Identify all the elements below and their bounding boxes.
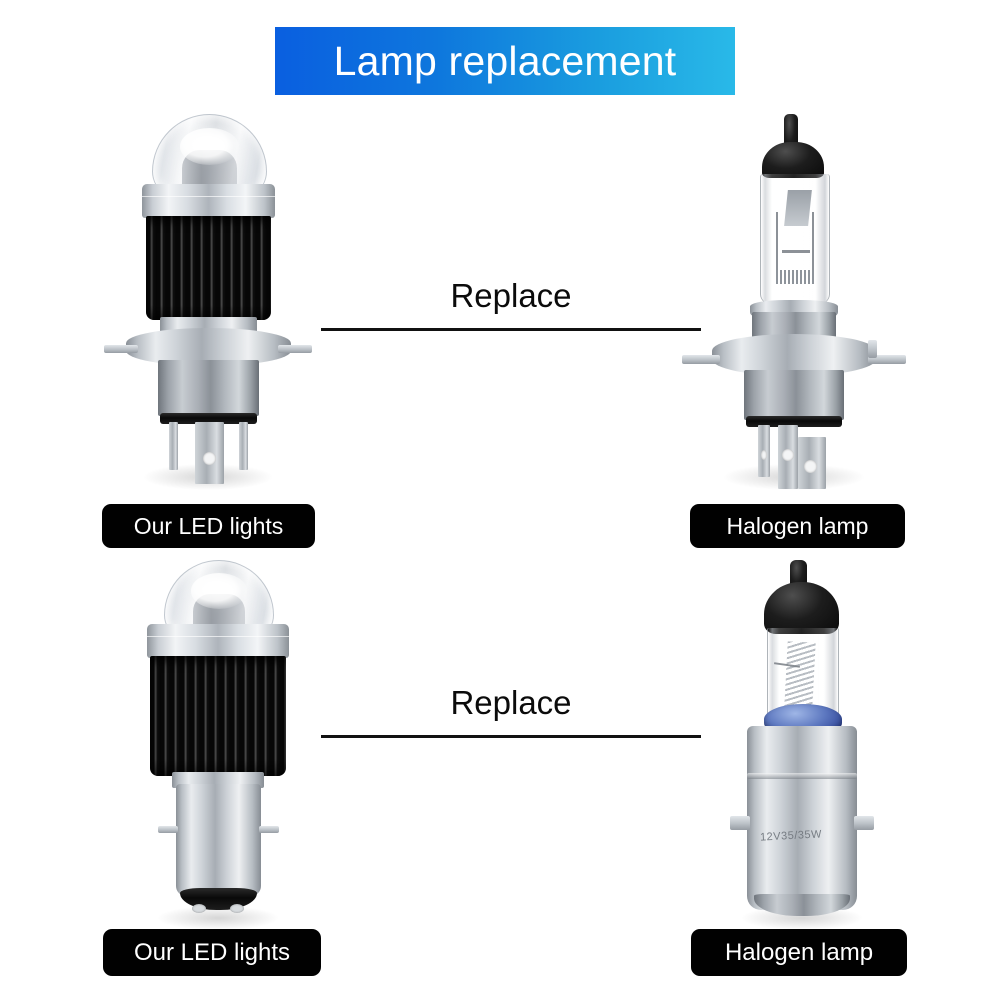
led-bayonet-pin-right — [259, 826, 279, 833]
halogen-bayonet-pin-right — [854, 816, 874, 830]
bulb-shadow — [158, 906, 278, 930]
halogen-filament-coil-low — [782, 250, 810, 253]
halogen-filament-coil — [784, 641, 816, 709]
led-base-insulator-ring — [160, 413, 257, 424]
halogen-flange-tab-left — [682, 355, 720, 364]
led-contact-pip-left — [192, 904, 206, 913]
led-flange-tab-right — [278, 345, 312, 353]
led-flange-tab-left — [104, 345, 138, 353]
halogen-base-insulator-ring — [746, 416, 842, 427]
led-heatsink-body — [150, 656, 286, 776]
led-base-cylinder — [158, 360, 259, 416]
replace-arrow-line — [321, 328, 701, 331]
page-title: Lamp replacement — [333, 37, 677, 84]
led-prong-right — [239, 422, 248, 470]
led-collar-ring — [147, 624, 289, 658]
halogen-bayonet-crimp-ring — [747, 773, 857, 779]
halogen-black-cap — [764, 582, 839, 634]
led-bayonet-pin-left — [158, 826, 178, 833]
halogen-filament-coil-high — [776, 270, 816, 284]
halogen-prong-right-hole — [804, 460, 817, 473]
label-our-led-lights-bottom: Our LED lights — [103, 929, 321, 976]
title-banner: Lamp replacement — [275, 27, 735, 95]
halogen-flange-disc — [712, 334, 876, 376]
label-our-led-lights-top: Our LED lights — [102, 504, 315, 548]
label-text: Halogen lamp — [724, 938, 874, 966]
label-halogen-lamp-bottom: Halogen lamp — [691, 929, 907, 976]
led-collar-ring — [142, 184, 275, 218]
led-bulb-ba20d — [122, 558, 322, 930]
halogen-flange-tab-right — [868, 355, 906, 364]
replace-marker-top: Replace — [321, 279, 701, 331]
label-text: Our LED lights — [133, 512, 284, 539]
led-contact-pip-right — [230, 904, 244, 913]
led-bayonet-cylinder — [176, 784, 261, 896]
halogen-prong-center-hole — [782, 449, 794, 461]
label-text: Halogen lamp — [726, 512, 869, 539]
halogen-tip-skirt — [762, 142, 824, 178]
replace-marker-bottom: Replace — [321, 686, 701, 738]
halogen-base-cylinder — [744, 370, 844, 420]
halogen-filament-post-right — [812, 212, 814, 274]
halogen-bulb-ba20d: 12V35/35W — [702, 558, 902, 930]
halogen-filament-post-left — [776, 212, 778, 274]
led-bulb-h4 — [98, 112, 318, 490]
halogen-prong-left-hole — [761, 450, 767, 460]
replace-label: Replace — [450, 277, 572, 314]
led-heatsink-body — [146, 216, 271, 320]
halogen-bayonet-pin-left — [730, 816, 750, 830]
halogen-bulb-h4 — [672, 112, 912, 490]
led-prong-center-hole — [203, 452, 216, 465]
halogen-bayonet-cylinder — [747, 726, 857, 910]
label-text: Our LED lights — [133, 938, 291, 966]
led-flange-disc — [126, 328, 291, 366]
replace-label: Replace — [450, 684, 572, 721]
halogen-filament-shield — [784, 190, 812, 226]
replace-arrow-line — [321, 735, 701, 738]
label-halogen-lamp-top: Halogen lamp — [690, 504, 905, 548]
halogen-bayonet-bottom-skirt — [754, 894, 850, 916]
halogen-keyway-notch — [868, 340, 877, 358]
led-prong-left — [169, 422, 178, 470]
